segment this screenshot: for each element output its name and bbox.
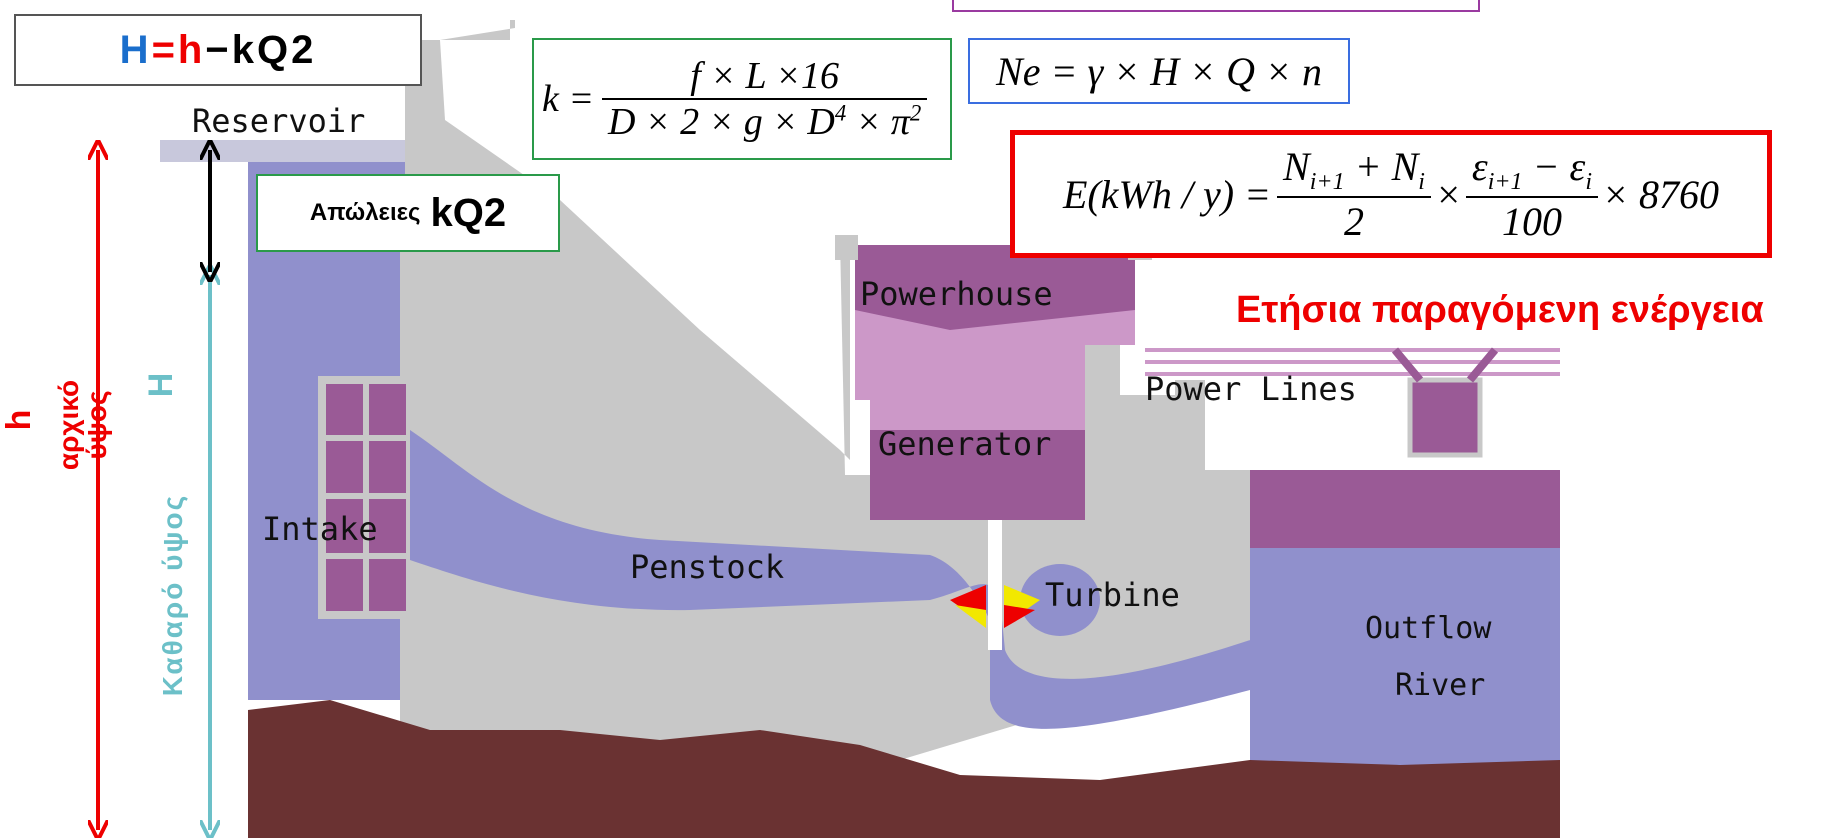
generator-block <box>870 430 1085 520</box>
k-formula-lhs: k = <box>542 78 595 120</box>
energy-f2-mid: − ε <box>1522 144 1586 189</box>
energy-f1-b-sub: i <box>1418 169 1425 195</box>
reservoir-surface <box>160 140 410 162</box>
losses-box: Απώλειες kQ2 <box>256 174 560 252</box>
k-formula-den-pow2: 2 <box>909 100 922 126</box>
energy-formula-lhs: E(kWh / y) = <box>1063 171 1272 217</box>
k-formula-fraction: f × L ×16 D × 2 × g × D4 × π2 <box>602 54 928 144</box>
transformer-arm-right <box>1466 347 1499 383</box>
axis-h-line1: αρχικό <box>53 380 84 470</box>
axis-h-line2: ύψος <box>81 390 112 459</box>
transformer-arm-left <box>1391 347 1424 383</box>
label-penstock: Penstock <box>630 548 784 586</box>
far-bank <box>1250 470 1560 548</box>
ne-formula-box: Ne = γ × H × Q × n <box>968 38 1350 104</box>
energy-f2-b-sub: i <box>1585 169 1592 195</box>
energy-fraction-1: Ni+1 + Ni 2 <box>1277 143 1431 245</box>
ground <box>248 700 1560 838</box>
head-formula-rest: −kQ2 <box>205 27 317 72</box>
k-formula-den-tail: × π <box>846 101 910 143</box>
head-formula-h: h <box>177 27 206 72</box>
energy-fraction-1-num: Ni+1 + Ni <box>1277 143 1431 198</box>
energy-f1-a-sub: i+1 <box>1309 169 1345 195</box>
k-formula-numerator: f × L ×16 <box>602 54 928 100</box>
axis-h-letter: h <box>0 410 38 431</box>
k-formula-denominator: D × 2 × g × D4 × π2 <box>602 100 927 144</box>
turbine-shaft <box>988 520 1002 650</box>
energy-f2-a: ε <box>1471 144 1488 189</box>
energy-f1-a: N <box>1283 144 1310 189</box>
powerhouse-roof-shade <box>855 245 1135 330</box>
head-formula-eq: = <box>151 27 178 72</box>
ne-formula: Ne = γ × H × Q × n <box>996 48 1322 94</box>
axis-H-text: Καθαρό ύψος <box>157 494 188 696</box>
annual-energy-label: Ετήσια παραγόμενη ενέργεια <box>1236 289 1764 331</box>
energy-tail: × 8760 <box>1602 171 1719 217</box>
turbine-housing <box>1020 564 1100 636</box>
label-generator: Generator <box>878 425 1051 463</box>
powerhouse-chimney-left <box>835 235 858 260</box>
transformer-icon <box>1407 377 1483 458</box>
label-powerhouse: Powerhouse <box>860 275 1053 313</box>
energy-fraction-2-num: εi+1 − εi <box>1465 143 1598 198</box>
energy-fraction-2-den: 100 <box>1501 199 1562 244</box>
energy-fraction-1-den: 2 <box>1343 199 1364 244</box>
energy-fraction-2: εi+1 − εi 100 <box>1465 143 1598 245</box>
energy-f2-a-sub: i+1 <box>1487 169 1523 195</box>
label-power-lines: Power Lines <box>1145 370 1357 408</box>
turbine-blade-left-b <box>955 605 986 628</box>
energy-times: × <box>1434 171 1462 217</box>
k-formula-den-pow: 4 <box>834 100 847 126</box>
head-formula-box: H = h −kQ2 <box>14 14 422 86</box>
energy-formula-box: E(kWh / y) = Ni+1 + Ni 2 × εi+1 − εi 100… <box>1010 130 1772 258</box>
energy-f1-mid: + N <box>1344 144 1419 189</box>
label-river: River <box>1395 668 1485 703</box>
label-intake: Intake <box>262 510 378 548</box>
penstock-pipe <box>410 430 1250 729</box>
k-formula-box: k = f × L ×16 D × 2 × g × D4 × π2 <box>532 38 952 160</box>
turbine-blade-right-b <box>1004 605 1035 628</box>
label-outflow: Outflow <box>1365 611 1492 646</box>
outflow-water <box>1250 545 1560 775</box>
losses-word: Απώλειες <box>309 199 421 226</box>
top-frame <box>952 0 1480 12</box>
label-turbine: Turbine <box>1045 576 1180 614</box>
axis-H-letter: H <box>142 373 180 398</box>
losses-term: kQ2 <box>430 190 507 235</box>
k-formula-den-a: D × 2 × g × D <box>608 101 835 143</box>
head-formula-H: H <box>119 27 152 72</box>
label-reservoir: Reservoir <box>192 102 365 140</box>
